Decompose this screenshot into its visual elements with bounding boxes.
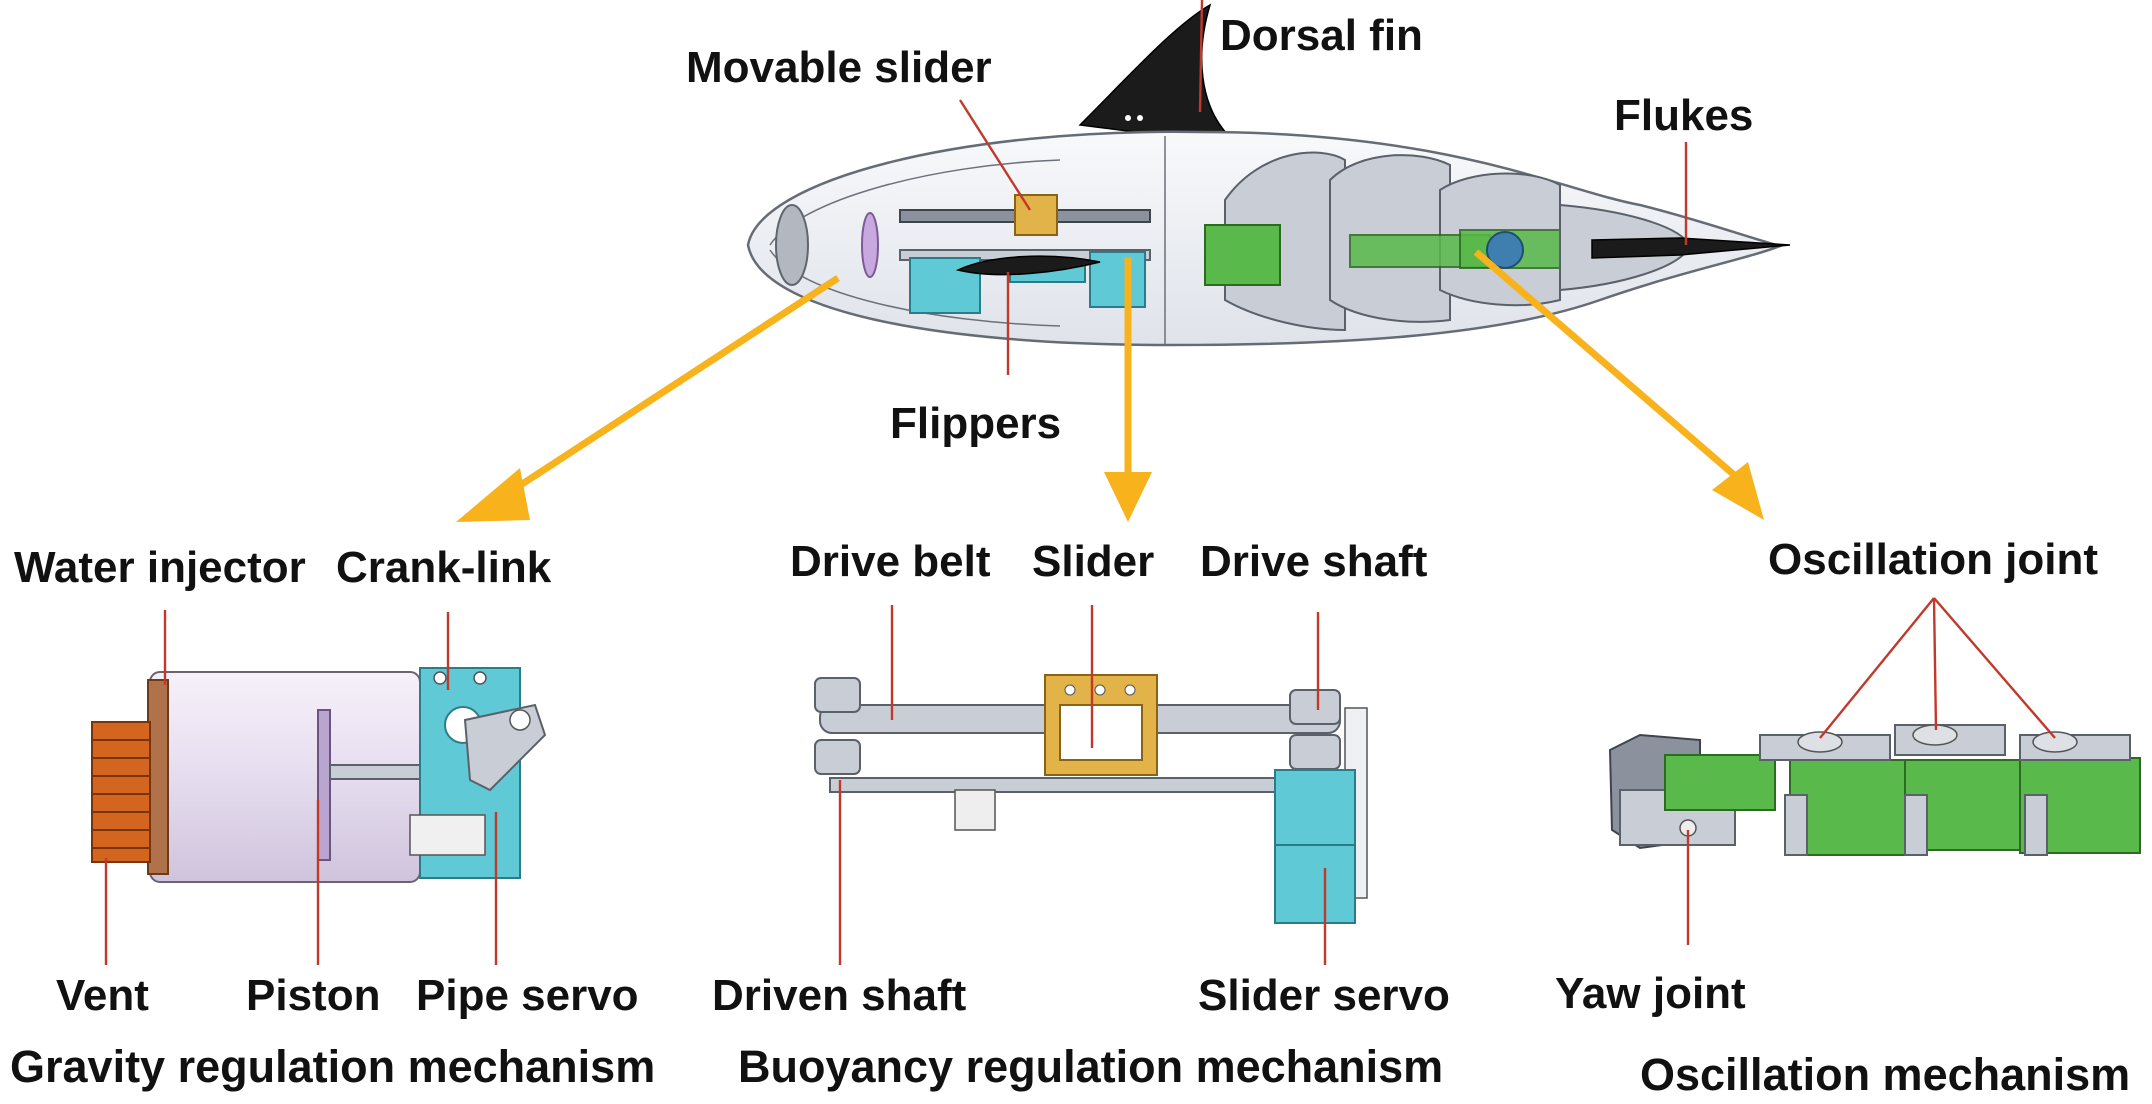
flipper-shape bbox=[955, 255, 1101, 276]
gravity-mechanism bbox=[91, 667, 547, 883]
dorsal-fin-shape bbox=[1078, 3, 1230, 136]
label-flippers: Flippers bbox=[890, 399, 1061, 448]
label-dorsal-fin: Dorsal fin bbox=[1220, 11, 1423, 60]
arrow-to-buoyancy bbox=[1104, 258, 1152, 522]
label-flukes: Flukes bbox=[1614, 91, 1753, 140]
flukes-shape bbox=[1591, 237, 1791, 259]
label-movable-slider: Movable slider bbox=[686, 43, 992, 92]
label-drive-shaft: Drive shaft bbox=[1200, 537, 1428, 586]
arrow-to-oscillation bbox=[1473, 249, 1764, 520]
label-crank-link: Crank-link bbox=[336, 543, 552, 592]
caption-gravity: Gravity regulation mechanism bbox=[10, 1041, 655, 1092]
vent-thread bbox=[91, 721, 151, 863]
arrow-to-gravity bbox=[456, 275, 840, 522]
label-water-injector: Water injector bbox=[14, 543, 306, 592]
label-slider: Slider bbox=[1032, 537, 1154, 586]
label-piston: Piston bbox=[246, 971, 380, 1020]
label-pipe-servo: Pipe servo bbox=[416, 971, 639, 1020]
buoyancy-mechanism bbox=[814, 674, 1368, 924]
oscillation-mechanism bbox=[1608, 724, 2141, 856]
caption-buoyancy: Buoyancy regulation mechanism bbox=[738, 1041, 1443, 1092]
label-yaw-joint: Yaw joint bbox=[1555, 969, 1746, 1018]
label-driven-shaft: Driven shaft bbox=[712, 971, 967, 1020]
label-vent: Vent bbox=[56, 971, 149, 1020]
label-slider-servo: Slider servo bbox=[1198, 971, 1450, 1020]
label-oscillation-joint: Oscillation joint bbox=[1768, 535, 2098, 584]
caption-oscillation: Oscillation mechanism bbox=[1640, 1049, 2130, 1100]
label-drive-belt: Drive belt bbox=[790, 537, 991, 586]
robotic-fish bbox=[746, 3, 1791, 347]
